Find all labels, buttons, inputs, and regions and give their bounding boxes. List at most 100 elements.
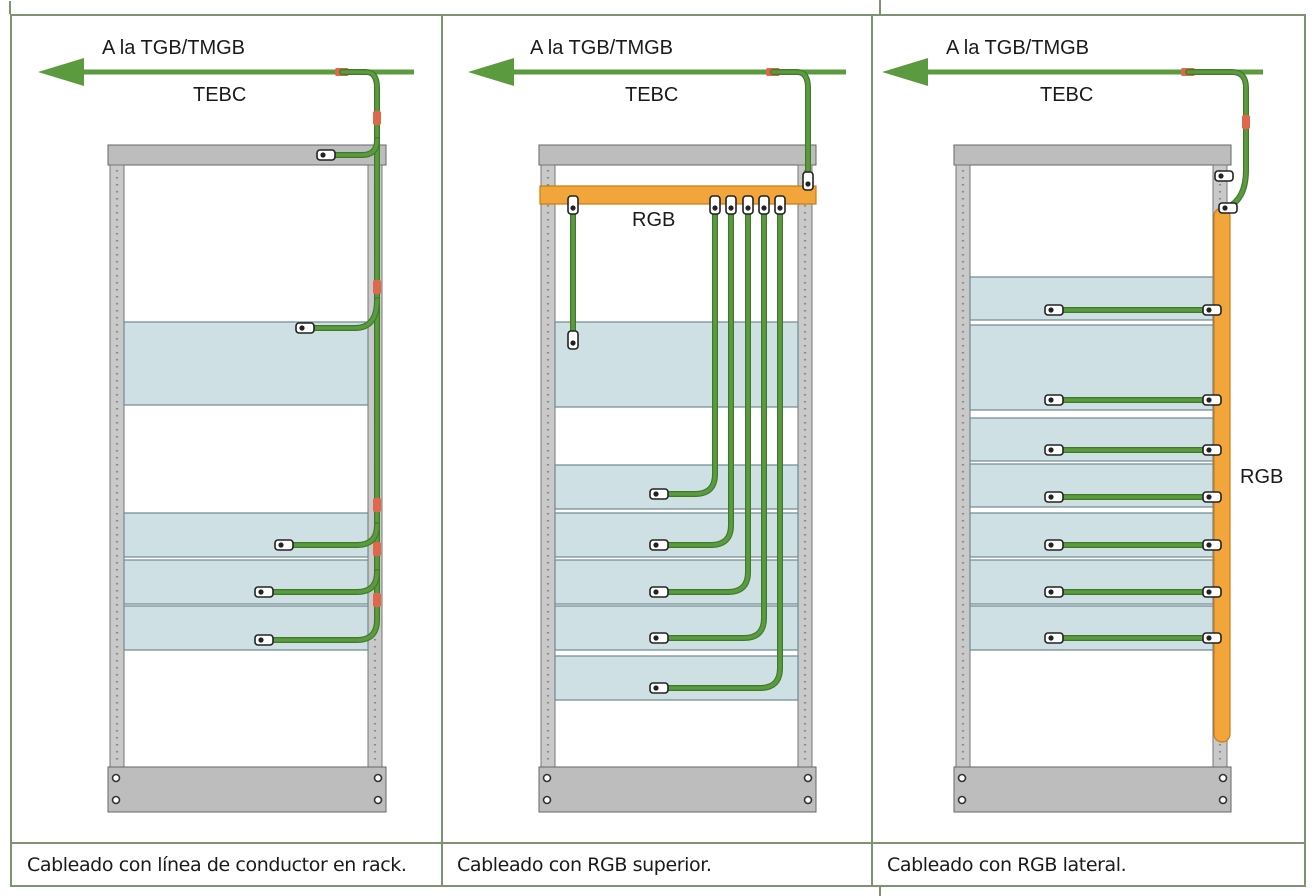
cable-lug-icon bbox=[567, 195, 579, 215]
equipment-unit bbox=[123, 605, 369, 651]
caption-rgb-lateral: Cableado con RGB lateral. bbox=[887, 854, 1127, 876]
cable bbox=[662, 208, 750, 594]
cable-lug-icon bbox=[567, 330, 579, 350]
cable-lug-icon bbox=[1202, 444, 1222, 456]
equipment-unit bbox=[969, 605, 1214, 651]
splice-sleeve bbox=[373, 542, 381, 556]
lug-body bbox=[758, 195, 770, 215]
lug-body bbox=[1202, 539, 1222, 551]
panel-rgb-superior bbox=[468, 58, 846, 813]
panel-conductor-en-rack bbox=[38, 58, 414, 813]
mounting-hole bbox=[373, 795, 383, 805]
equipment-unit bbox=[554, 655, 799, 701]
lug-hole bbox=[299, 325, 305, 331]
lug-body bbox=[649, 539, 669, 551]
lug-body bbox=[254, 586, 274, 598]
lug-hole bbox=[1206, 494, 1212, 500]
splice-sleeve bbox=[373, 593, 381, 607]
lug-hole bbox=[1206, 397, 1212, 403]
lug-hole bbox=[570, 205, 576, 211]
lug-body bbox=[649, 488, 669, 500]
lug-body bbox=[567, 195, 579, 215]
splice-sleeve bbox=[1242, 115, 1250, 129]
lug-body bbox=[1044, 632, 1064, 644]
cable bbox=[662, 208, 733, 547]
lug-body bbox=[1202, 394, 1222, 406]
lug-body bbox=[1202, 491, 1222, 503]
lug-body bbox=[254, 634, 274, 646]
lug-body bbox=[802, 171, 814, 191]
cable bbox=[330, 138, 379, 157]
lug-hole bbox=[1048, 494, 1054, 500]
cable-lug-icon bbox=[1202, 632, 1222, 644]
lug-body bbox=[649, 586, 669, 598]
arrow-left-icon bbox=[38, 58, 84, 86]
cable-lug-icon bbox=[1044, 491, 1064, 503]
tebc-label: TEBC bbox=[625, 84, 678, 106]
lug-hole bbox=[258, 589, 264, 595]
cable bbox=[288, 523, 379, 547]
equipment-unit bbox=[123, 321, 369, 406]
lug-hole bbox=[1206, 542, 1212, 548]
cable-lug-icon bbox=[274, 539, 294, 551]
cable-lug-icon bbox=[1218, 202, 1238, 214]
cable-lug-icon bbox=[758, 195, 770, 215]
cable-lug-icon bbox=[295, 322, 315, 334]
splice-sleeve bbox=[373, 280, 381, 294]
cable bbox=[1186, 70, 1248, 210]
lug-body bbox=[1202, 586, 1222, 598]
cable-lug-icon bbox=[774, 195, 786, 215]
mounting-hole bbox=[542, 795, 552, 805]
rack-top bbox=[538, 144, 817, 166]
equipment-unit bbox=[123, 512, 369, 558]
mounting-hole bbox=[803, 795, 813, 805]
cable-lug-icon bbox=[649, 539, 669, 551]
panel-rgb-lateral bbox=[882, 58, 1263, 813]
cable-lug-icon bbox=[254, 634, 274, 646]
cable-lug-icon bbox=[316, 149, 336, 161]
rack-top bbox=[107, 144, 387, 166]
lug-hole bbox=[1206, 635, 1212, 641]
lug-hole bbox=[777, 205, 783, 211]
equipment-unit bbox=[969, 276, 1214, 321]
lug-hole bbox=[653, 491, 659, 497]
lug-body bbox=[295, 322, 315, 334]
cable bbox=[662, 208, 717, 496]
equipment-unit bbox=[969, 559, 1214, 605]
lug-body bbox=[742, 195, 754, 215]
lug-hole bbox=[258, 637, 264, 643]
lug-hole bbox=[1048, 542, 1054, 548]
lug-hole bbox=[712, 205, 718, 211]
equipment-unit bbox=[969, 463, 1214, 508]
lug-hole bbox=[745, 205, 751, 211]
lug-hole bbox=[805, 181, 811, 187]
rgb-label: RGB bbox=[632, 209, 675, 231]
cable-lug-icon bbox=[802, 171, 814, 191]
cable-lug-icon bbox=[709, 195, 721, 215]
lug-body bbox=[1044, 586, 1064, 598]
lug-body bbox=[1202, 304, 1222, 316]
equipment-unit bbox=[969, 324, 1214, 411]
lug-hole bbox=[1048, 397, 1054, 403]
lug-body bbox=[1202, 444, 1222, 456]
mounting-hole bbox=[111, 773, 121, 783]
equipment-unit bbox=[554, 464, 799, 510]
rack-base bbox=[953, 766, 1232, 813]
lug-body bbox=[1218, 202, 1238, 214]
lug-hole bbox=[653, 685, 659, 691]
cable-lug-icon bbox=[1202, 586, 1222, 598]
lug-body bbox=[649, 682, 669, 694]
lug-hole bbox=[1218, 173, 1224, 179]
rack-base bbox=[538, 766, 817, 813]
splice-sleeve bbox=[373, 111, 381, 125]
equipment-unit bbox=[554, 321, 799, 408]
cable-lug-icon bbox=[1044, 632, 1064, 644]
cable bbox=[662, 208, 766, 640]
rgb-busbar bbox=[1213, 207, 1231, 743]
lug-hole bbox=[1206, 447, 1212, 453]
lug-body bbox=[1044, 394, 1064, 406]
cable-lug-icon bbox=[1044, 394, 1064, 406]
lug-body bbox=[774, 195, 786, 215]
lug-hole bbox=[1048, 589, 1054, 595]
cable-lug-icon bbox=[1202, 394, 1222, 406]
